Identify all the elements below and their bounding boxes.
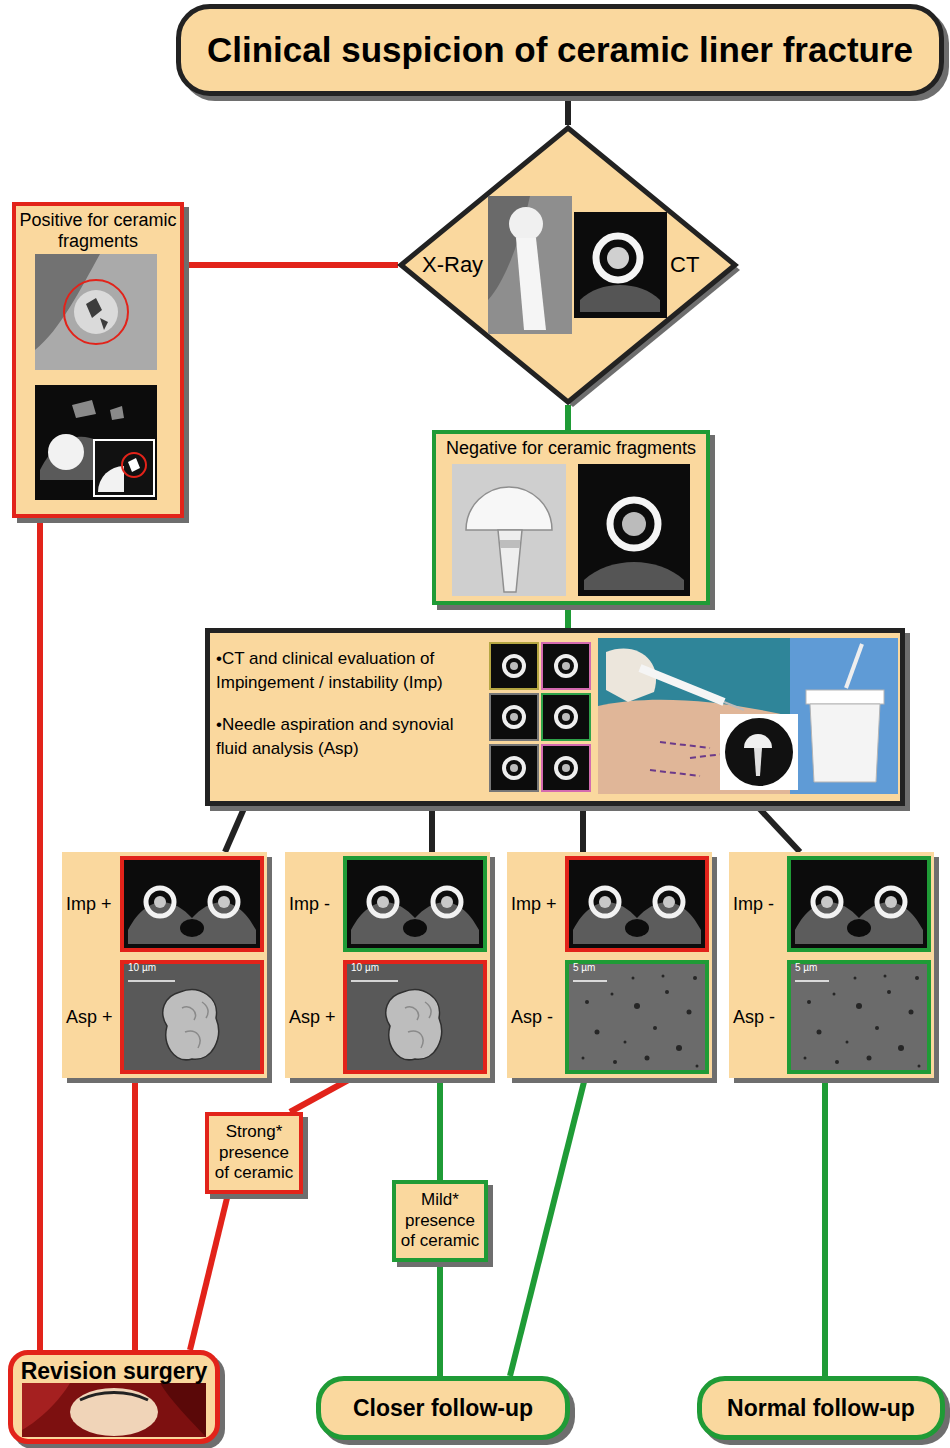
connector-line (580, 806, 586, 852)
connector-line (565, 405, 571, 430)
connector-line (429, 806, 435, 852)
node-text: Revision surgery (21, 1358, 208, 1384)
outcome-box: Revision surgery (8, 1350, 220, 1444)
imaging-panel (122, 858, 262, 1072)
label-slot: 10 µm (128, 963, 156, 973)
imaging-panel (345, 858, 485, 1072)
node-text: Asp - (511, 1007, 553, 1028)
node-text: Imp - (733, 894, 774, 915)
node-text: Mild* presence of ceramic (398, 1190, 482, 1251)
xray-image (488, 196, 572, 334)
text-slot: Closer follow-up (321, 1381, 565, 1435)
node-text: •Needle aspiration and synovial fluid an… (216, 713, 482, 761)
text-slot: •Needle aspiration and synovial fluid an… (216, 713, 482, 775)
connector-line (565, 605, 571, 628)
node-text: •CT and clinical evaluation of Impingeme… (216, 647, 482, 695)
outcome-box: Normal follow-up (697, 1376, 945, 1440)
result-box: Imp + Asp + (62, 852, 267, 1078)
node-text: X-Ray (422, 252, 483, 277)
label-slot: 5 µm (795, 963, 817, 973)
connector-line (757, 806, 800, 852)
connector-line (132, 1078, 138, 1350)
scale-label: 5 µm (573, 963, 595, 973)
scale-label: 5 µm (795, 963, 817, 973)
negative-ct (578, 464, 690, 596)
result-box: Imp - Asp - (729, 852, 934, 1078)
outcome-box: Closer follow-up (316, 1376, 570, 1440)
ct-thumbnails (490, 643, 590, 791)
text-slot: Normal follow-up (702, 1381, 940, 1435)
text-slot: Asp - (511, 1003, 565, 1031)
text-slot: Positive for ceramic fragments (16, 210, 180, 252)
text-slot: Strong* presence of ceramic (212, 1116, 296, 1190)
result-box: Imp + Asp - (507, 852, 712, 1078)
positive-xray (35, 254, 157, 370)
connector-line (565, 96, 571, 125)
connector-line (225, 806, 245, 852)
text-slot: Negative for ceramic fragments (436, 438, 706, 462)
node-text: Strong* presence of ceramic (212, 1122, 296, 1183)
label-slot: 10 µm (351, 963, 379, 973)
text-slot: Asp + (66, 1003, 120, 1031)
text-slot: Imp + (66, 890, 120, 918)
result-box: Positive for ceramic fragments (12, 202, 184, 518)
surgery-photo (22, 1383, 206, 1437)
node-text: Closer follow-up (353, 1395, 533, 1421)
node-text: Positive for ceramic fragments (16, 210, 180, 251)
text-slot: X-Ray (422, 250, 485, 280)
node-text: Asp - (733, 1007, 775, 1028)
ct-image (574, 212, 667, 318)
text-slot: CT (670, 250, 714, 280)
connector-line (290, 1078, 352, 1112)
node-text: Negative for ceramic fragments (446, 438, 696, 459)
imaging-panel (567, 858, 707, 1072)
connector-line (437, 1262, 443, 1376)
connector-line (184, 262, 398, 268)
text-slot: Imp - (289, 890, 343, 918)
connector-line (190, 1194, 228, 1350)
connector-line (37, 518, 43, 1350)
imaging-panel (789, 858, 929, 1072)
result-box: Negative for ceramic fragments (432, 430, 710, 605)
decision-diamond: X-Ray CT (398, 125, 738, 405)
text-slot: Asp - (733, 1003, 787, 1031)
aspiration-photo (598, 638, 898, 794)
connector-line (437, 1078, 443, 1180)
finding-box: Strong* presence of ceramic (205, 1112, 303, 1194)
diamond-shape (401, 128, 735, 402)
node-text: Clinical suspicion of ceramic liner frac… (207, 30, 913, 70)
text-slot: Asp + (289, 1003, 343, 1031)
connector-line (510, 1078, 585, 1376)
label-slot: 5 µm (573, 963, 595, 973)
connector-line (822, 1078, 828, 1376)
process-box: •CT and clinical evaluation of Impingeme… (205, 628, 905, 806)
node-text: Imp + (66, 894, 112, 915)
result-box: Imp - Asp + (285, 852, 490, 1078)
node-text: CT (670, 252, 699, 277)
start-box: Clinical suspicion of ceramic liner frac… (176, 4, 944, 96)
text-slot: Clinical suspicion of ceramic liner frac… (181, 9, 939, 91)
scale-label: 10 µm (128, 963, 156, 973)
finding-box: Mild* presence of ceramic (392, 1180, 488, 1262)
text-slot: Revision surgery (13, 1357, 215, 1385)
node-text: Asp + (66, 1007, 113, 1028)
node-text: Imp - (289, 894, 330, 915)
scale-label: 10 µm (351, 963, 379, 973)
negative-xray (452, 464, 566, 596)
node-text: Imp + (511, 894, 557, 915)
node-text: Normal follow-up (727, 1395, 915, 1421)
text-slot: Imp - (733, 890, 787, 918)
text-slot: Mild* presence of ceramic (398, 1184, 482, 1258)
node-text: Asp + (289, 1007, 336, 1028)
text-slot: •CT and clinical evaluation of Impingeme… (216, 647, 482, 709)
positive-ct (35, 385, 157, 500)
text-slot: Imp + (511, 890, 565, 918)
